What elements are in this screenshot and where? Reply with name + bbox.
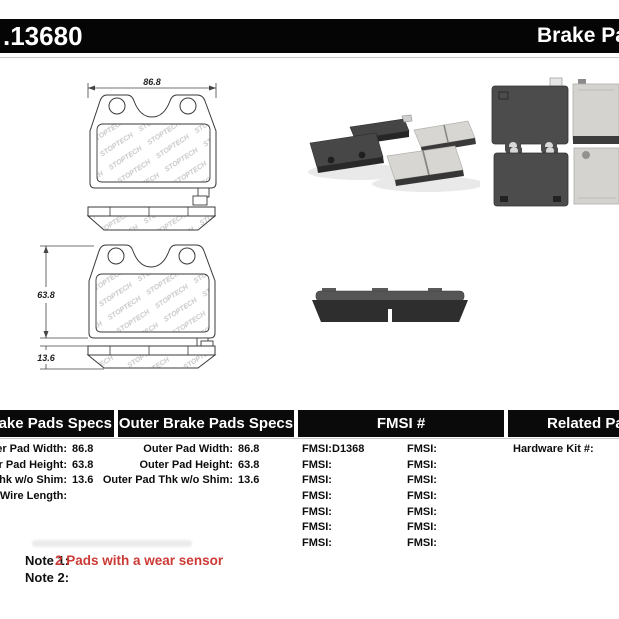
fmsi-row: FMSI: FMSI: [296, 473, 514, 489]
inner-spec-row: Inner Pad Height: 63.8 [0, 458, 93, 474]
fmsi-label-left: FMSI: [302, 474, 332, 487]
pad-photo-friction-bottom [386, 145, 464, 186]
fmsi-label-right: FMSI: [407, 474, 437, 487]
spec-label: Outer Pad Thk w/o Shim: [102, 474, 233, 486]
pad-front-view-top [89, 94, 217, 198]
spec-value: 86.8 [238, 443, 260, 455]
fmsi-label-right: FMSI: [407, 537, 437, 550]
dimension-thickness [40, 345, 104, 370]
page-header-bar: .13680 Brake Pads [0, 19, 619, 53]
inner-spec-row: Inner Pad Thk w/o Shim: 13.6 [0, 473, 93, 489]
spec-label: Outer Pad Width: [143, 443, 233, 455]
fmsi-label-right: FMSI: [407, 521, 437, 534]
dim-thickness-label: 13.6 [37, 353, 56, 363]
related-part-label: Hardware Kit #: [513, 443, 594, 455]
outer-spec-row: Outer Pad Height: 63.8 [0, 458, 259, 474]
outer-spec-row: Outer Pad Width: 86.8 [0, 442, 259, 458]
spec-label: Outer Pad Height: [139, 458, 233, 471]
grid-pad-back-bottom [493, 147, 569, 207]
grid-pad-back-top [491, 77, 569, 152]
spec-label: Wear Wire Length: [0, 489, 67, 502]
dimension-width [87, 83, 217, 98]
spec-label: Inner Pad Thk w/o Shim: [0, 474, 67, 486]
fmsi-row: FMSI: D1368 FMSI: [296, 442, 514, 458]
scan-artifact [32, 540, 192, 547]
dimension-height [40, 245, 94, 339]
brake-pad-technical-drawing: STOPTECH 86.8 6 [37, 77, 217, 370]
spec-value: 13.6 [238, 474, 260, 486]
related-parts-column: Hardware Kit #: [513, 442, 594, 458]
pad-edge-view-top [86, 195, 217, 231]
fmsi-label-left: FMSI: [302, 458, 332, 471]
header-related-parts: Related Part #s [508, 410, 619, 437]
wear-sensor-clip [401, 114, 413, 123]
header-outer-specs: Outer Brake Pads Specs [118, 410, 294, 437]
fmsi-label-left: FMSI: [302, 505, 332, 518]
outer-specs-column: Outer Pad Width: 86.8 Outer Pad Height: … [0, 442, 260, 489]
note1-label: Note 1: [25, 553, 70, 568]
table-header-divider-line [0, 438, 619, 439]
fmsi-value-left: D1368 [332, 443, 365, 455]
header-inner-specs: Inner Brake Pads Specs [0, 410, 114, 437]
spec-value: 63.8 [238, 458, 260, 471]
pad-edge-view-bottom [86, 340, 217, 369]
grid-pad-friction-bottom [573, 147, 619, 205]
header-inner-specs-label: Inner Brake Pads Specs [0, 415, 112, 432]
spec-value: 63.8 [72, 458, 94, 471]
dim-width-label: 86.8 [143, 77, 161, 87]
header-related-parts-label: Related Part #s [547, 415, 619, 432]
outer-spec-row: Outer Pad Thk w/o Shim: 13.6 [0, 473, 260, 489]
header-outer-specs-label: Outer Brake Pads Specs [118, 415, 294, 432]
related-part-row: Hardware Kit #: [513, 442, 594, 458]
spec-value: 13.6 [72, 474, 94, 486]
fmsi-label-right: FMSI: [407, 505, 437, 518]
note2-label: Note 2: [25, 570, 70, 585]
inner-specs-column: Inner Pad Width: 86.8 Inner Pad Height: … [0, 442, 93, 505]
fmsi-label-left: FMSI: [302, 443, 332, 455]
spec-value: 86.8 [72, 443, 94, 455]
spec-label: Inner Pad Width: [0, 443, 67, 455]
photo-pad-edge [312, 288, 468, 322]
fmsi-row: FMSI: FMSI: [296, 536, 514, 552]
fmsi-row: FMSI: FMSI: [296, 520, 514, 536]
pad-photo-back-bottom [309, 132, 384, 173]
pad-front-view-bottom [88, 244, 216, 348]
part-number: .13680 [3, 21, 83, 51]
photo-pads-grid [491, 77, 619, 207]
header-divider-line [0, 57, 619, 58]
fmsi-label-right: FMSI: [407, 443, 437, 455]
inner-spec-row: Inner Pad Width: 86.8 [0, 442, 93, 458]
fmsi-label-left: FMSI: [302, 521, 332, 534]
fmsi-label-left: FMSI: [302, 537, 332, 550]
header-fmsi-label: FMSI # [376, 415, 426, 432]
fmsi-label-right: FMSI: [407, 458, 437, 471]
fmsi-row: FMSI: FMSI: [296, 458, 514, 474]
fmsi-label-left: FMSI: [302, 490, 332, 503]
photo-pads-angled [308, 114, 480, 192]
spec-label: Inner Pad Height: [0, 458, 67, 471]
fmsi-label-right: FMSI: [407, 490, 437, 503]
note1-text: 2 Pads with a wear sensor [55, 553, 224, 568]
dim-height-label: 63.8 [37, 290, 55, 300]
fmsi-column: FMSI: D1368 FMSI: FMSI: FMSI: FMSI: FMSI… [296, 442, 514, 552]
fmsi-row: FMSI: FMSI: [296, 489, 514, 505]
page-title: Brake Pads [537, 24, 619, 47]
inner-spec-row: Wear Wire Length: [0, 489, 67, 505]
grid-pad-friction-top [572, 79, 619, 144]
fmsi-row: FMSI: FMSI: [296, 505, 514, 521]
header-fmsi: FMSI # [298, 410, 504, 437]
